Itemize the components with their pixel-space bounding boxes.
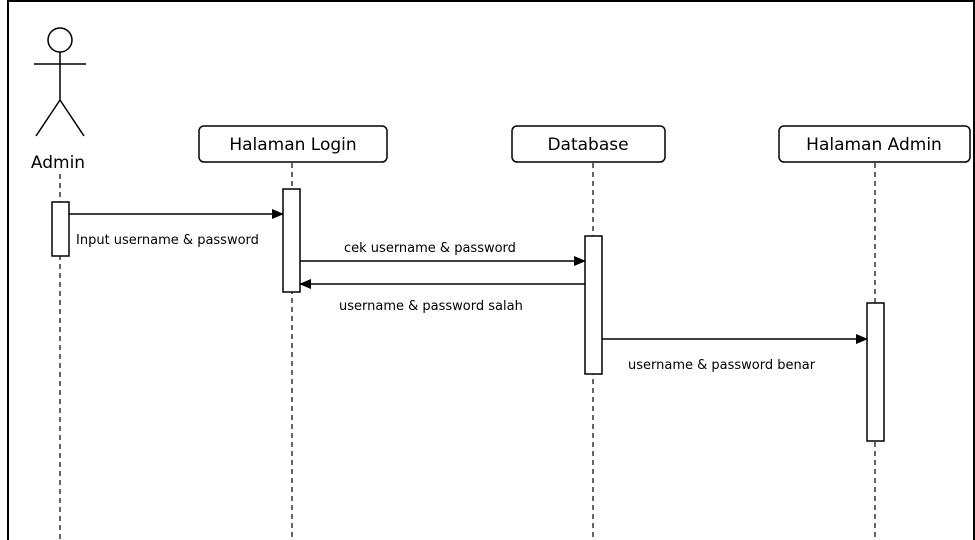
actor-right-leg [59, 99, 85, 137]
actor-label: Admin [31, 153, 85, 173]
lifeline-box-database: Database [511, 125, 666, 163]
message-label: cek username & password [344, 241, 516, 256]
message-credentials-correct: username & password benar [602, 334, 868, 373]
message-credentials-wrong: username & password salah [299, 279, 585, 314]
activation-database [584, 235, 603, 375]
activation-halaman-login [282, 188, 301, 293]
message-label: Input username & password [76, 233, 259, 248]
message-check-credentials: cek username & password [300, 241, 586, 266]
message-label: username & password benar [628, 358, 816, 373]
actor-admin: Admin [31, 27, 86, 173]
lifeline-box-halaman-admin: Halaman Admin [778, 125, 971, 163]
message-label: username & password salah [339, 299, 523, 314]
message-input-credentials: Input username & password [69, 209, 284, 248]
activation-admin [51, 201, 70, 257]
diagram-frame [7, 0, 975, 540]
actor-left-leg [35, 99, 61, 137]
activation-halaman-admin [866, 302, 885, 442]
actor-head [47, 27, 73, 53]
lifeline-label-halaman-login: Halaman Login [229, 135, 356, 155]
lifeline-label-halaman-admin: Halaman Admin [806, 135, 942, 155]
lifeline-label-database: Database [547, 135, 628, 155]
lifeline-box-halaman-login: Halaman Login [198, 125, 388, 163]
